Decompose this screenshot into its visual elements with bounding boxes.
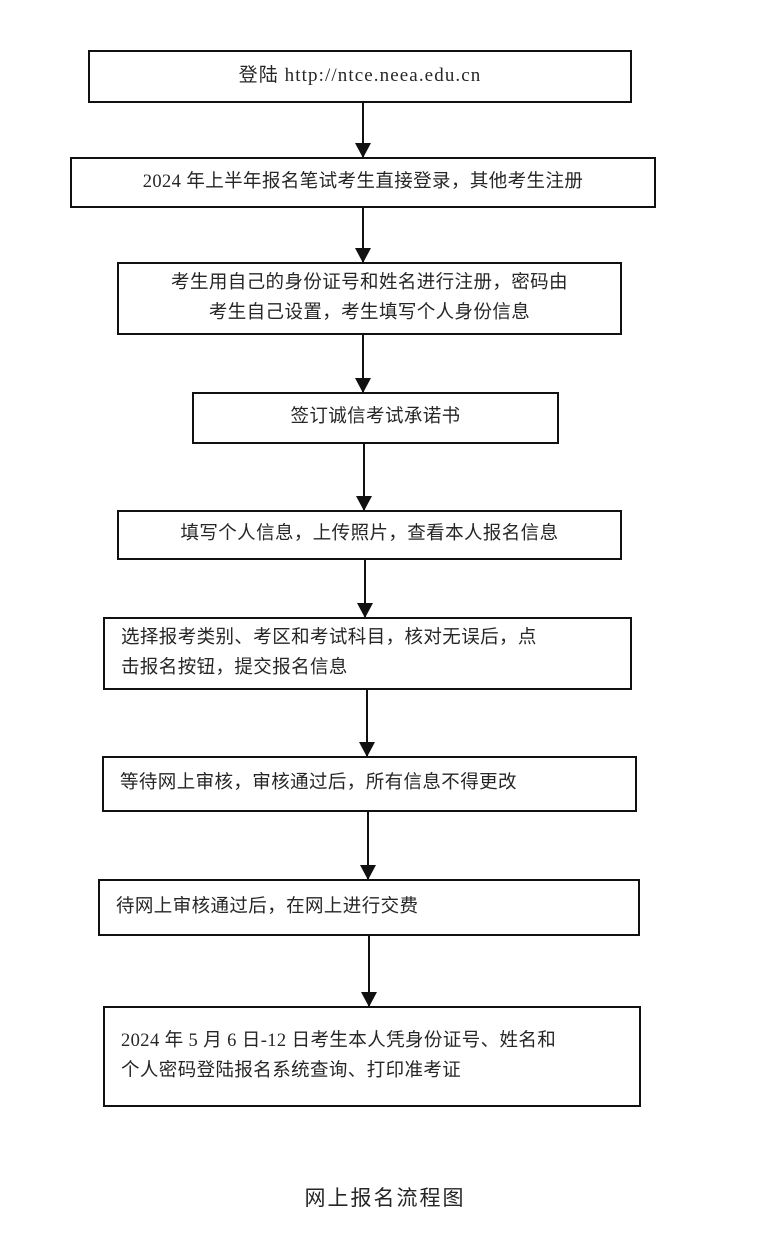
flow-node-print-admission-ticket-line1: 2024 年 5 月 6 日-12 日考生本人凭身份证号、姓名和 — [121, 1030, 557, 1051]
flow-node-login-or-register-line1: 2024 年上半年报名笔试考生直接登录，其他考生注册 — [142, 171, 584, 192]
flow-node-fill-info-upload-photo-line1: 填写个人信息，上传照片，查看本人报名信息 — [180, 524, 559, 545]
connector-arrow-6 — [366, 690, 368, 756]
flow-node-login-url-line1: 登陆 http://ntce.neea.edu.cn — [238, 65, 482, 87]
flow-node-select-category-submit: 选择报考类别、考区和考试科目，核对无误后，点 击报名按钮，提交报名信息 — [103, 617, 632, 690]
flowchart-caption: 网上报名流程图 — [304, 1186, 466, 1210]
flow-node-login-url: 登陆 http://ntce.neea.edu.cn — [88, 50, 632, 103]
flow-node-fill-info-upload-photo: 填写个人信息，上传照片，查看本人报名信息 — [117, 510, 622, 560]
connector-arrow-8 — [368, 936, 370, 1006]
flow-node-register-with-id-line2: 考生自己设置，考生填写个人身份信息 — [208, 302, 531, 323]
flow-node-print-admission-ticket: 2024 年 5 月 6 日-12 日考生本人凭身份证号、姓名和 个人密码登陆报… — [103, 1006, 641, 1107]
connector-arrow-7 — [367, 812, 369, 879]
connector-arrow-2 — [362, 208, 364, 262]
flow-node-online-payment: 待网上审核通过后，在网上进行交费 — [98, 879, 640, 936]
flow-node-wait-online-review-line1: 等待网上审核，审核通过后，所有信息不得更改 — [120, 773, 517, 794]
connector-arrow-3 — [362, 335, 364, 392]
flow-node-register-with-id: 考生用自己的身份证号和姓名进行注册，密码由 考生自己设置，考生填写个人身份信息 — [117, 262, 622, 335]
connector-arrow-4 — [363, 444, 365, 510]
flow-node-print-admission-ticket-line2: 个人密码登陆报名系统查询、打印准考证 — [121, 1060, 462, 1081]
flow-node-online-payment-line1: 待网上审核通过后，在网上进行交费 — [116, 896, 419, 917]
flow-node-wait-online-review: 等待网上审核，审核通过后，所有信息不得更改 — [102, 756, 637, 812]
connector-arrow-5 — [364, 560, 366, 617]
flow-node-integrity-pledge: 签订诚信考试承诺书 — [192, 392, 559, 444]
flow-node-integrity-pledge-line1: 签订诚信考试承诺书 — [290, 407, 461, 428]
flow-node-login-or-register: 2024 年上半年报名笔试考生直接登录，其他考生注册 — [70, 157, 656, 208]
connector-arrow-1 — [362, 103, 364, 157]
flow-node-register-with-id-line1: 考生用自己的身份证号和姓名进行注册，密码由 — [171, 272, 568, 293]
flow-node-select-category-submit-line2: 击报名按钮，提交报名信息 — [121, 657, 348, 678]
flow-node-select-category-submit-line1: 选择报考类别、考区和考试科目，核对无误后，点 — [121, 627, 537, 648]
